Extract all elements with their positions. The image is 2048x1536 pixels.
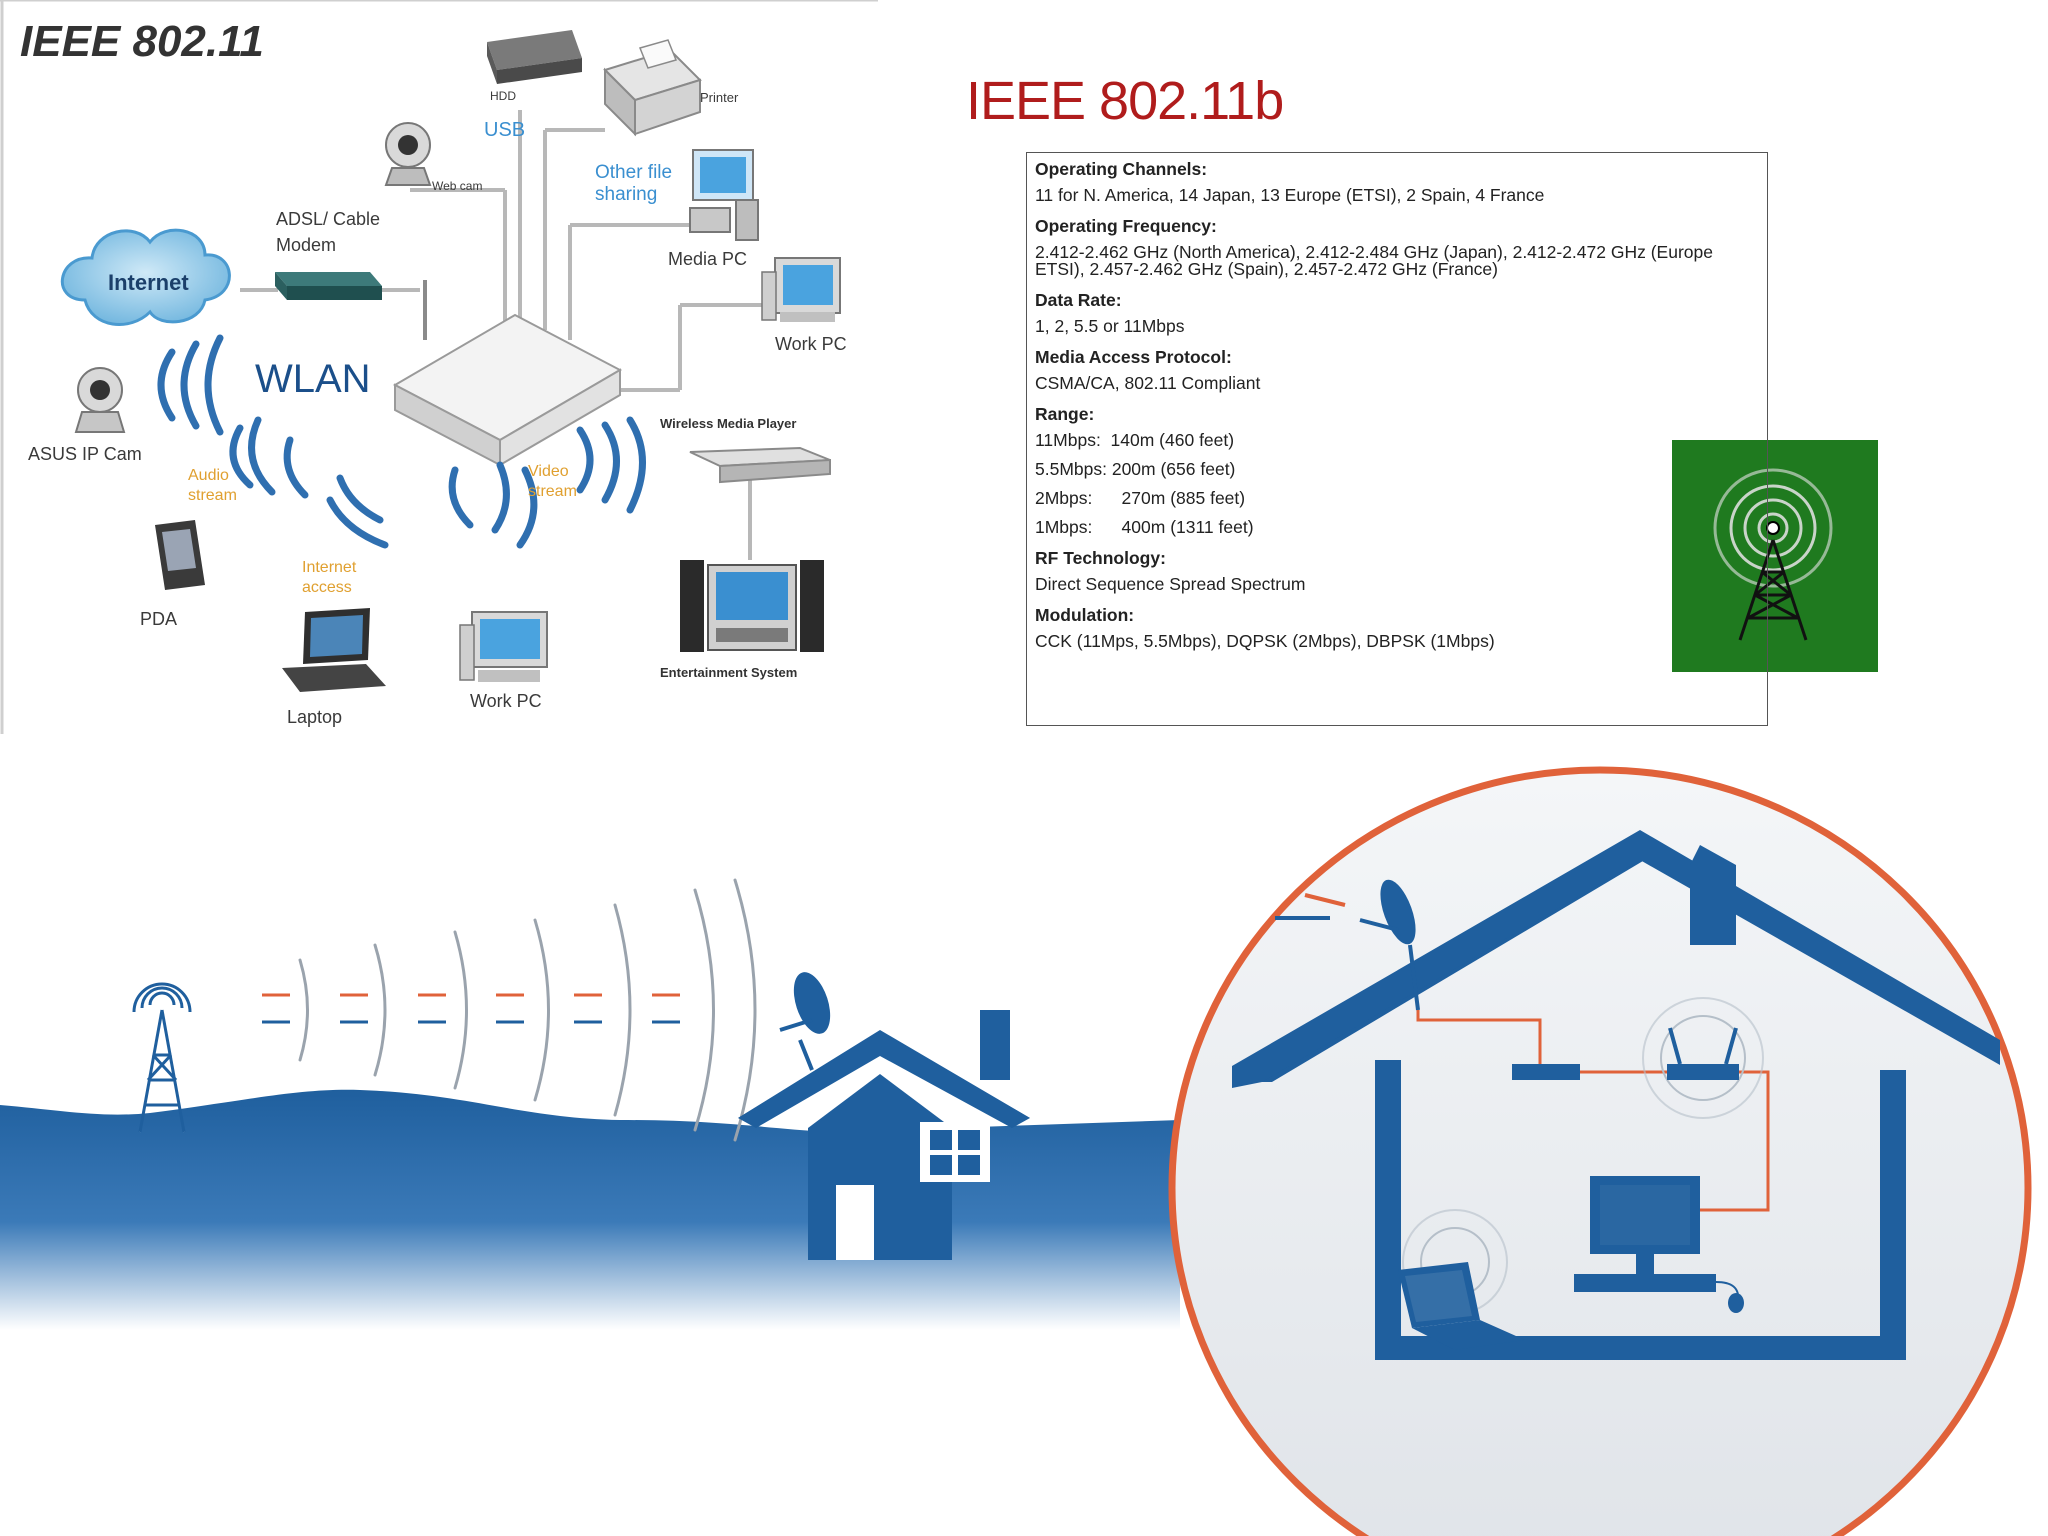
entertainment-label: Entertainment System — [660, 665, 797, 680]
small-house-icon — [738, 972, 1030, 1260]
cables — [1416, 1010, 1770, 1212]
modem-label-line-2: Modem — [276, 235, 336, 255]
printer-icon — [603, 39, 702, 137]
desktop-computer-icon — [1574, 1176, 1744, 1313]
spec-line: 1, 2, 5.5 or 11Mbps — [1035, 316, 1185, 336]
wireless-router-icon — [392, 280, 623, 467]
broadcast-tower-icon — [132, 982, 192, 1133]
usb-label: USB — [484, 119, 525, 141]
spec-section: Range: 11Mbps: 140m (460 feet) 5.5Mbps: 20… — [1035, 402, 1759, 542]
laptop-label: Laptop — [287, 707, 342, 727]
pda-icon — [155, 520, 205, 590]
network-diagram-title: IEEE 802.11 — [20, 17, 264, 66]
spec-section: RF Technology: Direct Sequence Spread Spe… — [1035, 546, 1759, 599]
file-sharing-label-line-1: Other file — [595, 162, 672, 183]
spec-line: 11Mbps: 140m (460 feet) — [1035, 430, 1235, 450]
wlan-waves — [157, 334, 646, 549]
media-player-label: Wireless Media Player — [660, 416, 796, 431]
video-stream-label: Video stream — [528, 463, 577, 500]
modem-box-icon — [1512, 1064, 1580, 1080]
satellite-dish-icon — [779, 972, 831, 1071]
media-pc-icon — [689, 149, 759, 241]
modem-label-line-1: ADSL/ Cable — [276, 209, 380, 229]
signal-arrows — [262, 993, 680, 1024]
work-pc-right-label: Work PC — [775, 334, 847, 354]
file-sharing-label-line-2: sharing — [595, 184, 657, 205]
laptop-computer-icon — [1398, 1209, 1525, 1350]
file-sharing-label: Other file sharing — [595, 162, 677, 205]
connection-lines — [240, 110, 790, 560]
signal-wave-arcs — [298, 878, 757, 1142]
hdd-label: HDD — [490, 89, 516, 103]
spec-section: Operating Channels: 11 for N. America, 14… — [1035, 157, 1759, 210]
laptop-icon — [282, 608, 386, 692]
spec-section: Data Rate: 1, 2, 5.5 or 11Mbps — [1035, 288, 1759, 341]
spec-heading: Operating Frequency: — [1035, 216, 1217, 236]
video-stream-label-line-2: stream — [528, 483, 577, 500]
spec-section: Media Access Protocol: CSMA/CA, 802.11 Co… — [1035, 345, 1759, 398]
internet-label: Internet — [108, 270, 189, 295]
spec-line: 11 for N. America, 14 Japan, 13 Europe (… — [1035, 185, 1545, 205]
home-network-zoom-circle — [1168, 766, 2032, 1536]
spec-line: Direct Sequence Spread Spectrum — [1035, 574, 1306, 594]
spec-heading: RF Technology: — [1035, 548, 1166, 568]
media-player-icon — [689, 446, 831, 484]
broadband-illustration — [0, 766, 2032, 1536]
internet-cloud-icon — [60, 228, 231, 326]
spec-line: 5.5Mbps: 200m (656 feet) — [1035, 459, 1236, 479]
spec-heading: Operating Channels: — [1035, 159, 1208, 179]
wlan-label: WLAN — [255, 357, 371, 401]
spec-heading: Data Rate: — [1035, 290, 1122, 310]
web-cam-icon — [384, 122, 432, 186]
spec-line: 1Mbps: 400m (1311 feet) — [1035, 517, 1254, 537]
internet-access-label: Internet access — [302, 559, 361, 596]
spec-section: Modulation: CCK (11Mps, 5.5Mbps), DQPSK (… — [1035, 603, 1759, 656]
hdd-icon — [487, 30, 582, 84]
landscape-hill — [0, 1089, 1180, 1330]
spec-heading: Media Access Protocol: — [1035, 347, 1232, 367]
printer-label: Printer — [700, 90, 739, 105]
entertainment-system-icon — [680, 560, 824, 652]
spec-line: CCK (11Mps, 5.5Mbps), DQPSK (2Mbps), DBP… — [1035, 631, 1495, 651]
work-pc-bottom-label: Work PC — [470, 691, 542, 711]
modem-icon — [275, 272, 382, 300]
media-pc-label: Media PC — [668, 249, 747, 269]
network-diagram: IEEE 802.11 HDD USB — [0, 0, 878, 734]
router-icon — [1642, 997, 1764, 1119]
internet-access-label-line-2: access — [302, 579, 352, 596]
spec-heading: Modulation: — [1035, 605, 1135, 625]
work-pc-bottom-icon — [459, 611, 548, 682]
web-cam-label: Web cam — [432, 179, 482, 193]
spec-box: Operating Channels: 11 for N. America, 14… — [1026, 152, 1768, 726]
ip-cam-icon — [74, 367, 126, 433]
audio-stream-label-line-1: Audio — [188, 467, 229, 484]
ip-cam-label: ASUS IP Cam — [28, 444, 142, 464]
tower-signal-icon — [1672, 440, 1878, 672]
spec-heading: Range: — [1035, 404, 1095, 424]
audio-stream-label-line-2: stream — [188, 487, 237, 504]
spec-line: 2Mbps: 270m (885 feet) — [1035, 488, 1246, 508]
roof-dish-icon — [1275, 879, 1420, 1011]
audio-stream-label: Audio stream — [188, 467, 237, 504]
spec-section: Operating Frequency: 2.412-2.462 GHz (Nor… — [1035, 214, 1759, 284]
video-stream-label-line-1: Video — [528, 463, 569, 480]
spec-title: IEEE 802.11b — [966, 71, 1284, 131]
work-pc-right-icon — [761, 257, 841, 322]
spec-line: CSMA/CA, 802.11 Compliant — [1035, 373, 1261, 393]
pda-label: PDA — [140, 609, 177, 629]
internet-access-label-line-1: Internet — [302, 559, 357, 576]
spec-line: 2.412-2.462 GHz (North America), 2.412-2… — [1035, 242, 1713, 279]
modem-label: ADSL/ Cable Modem — [276, 209, 385, 255]
big-house-icon — [1232, 830, 2000, 1360]
